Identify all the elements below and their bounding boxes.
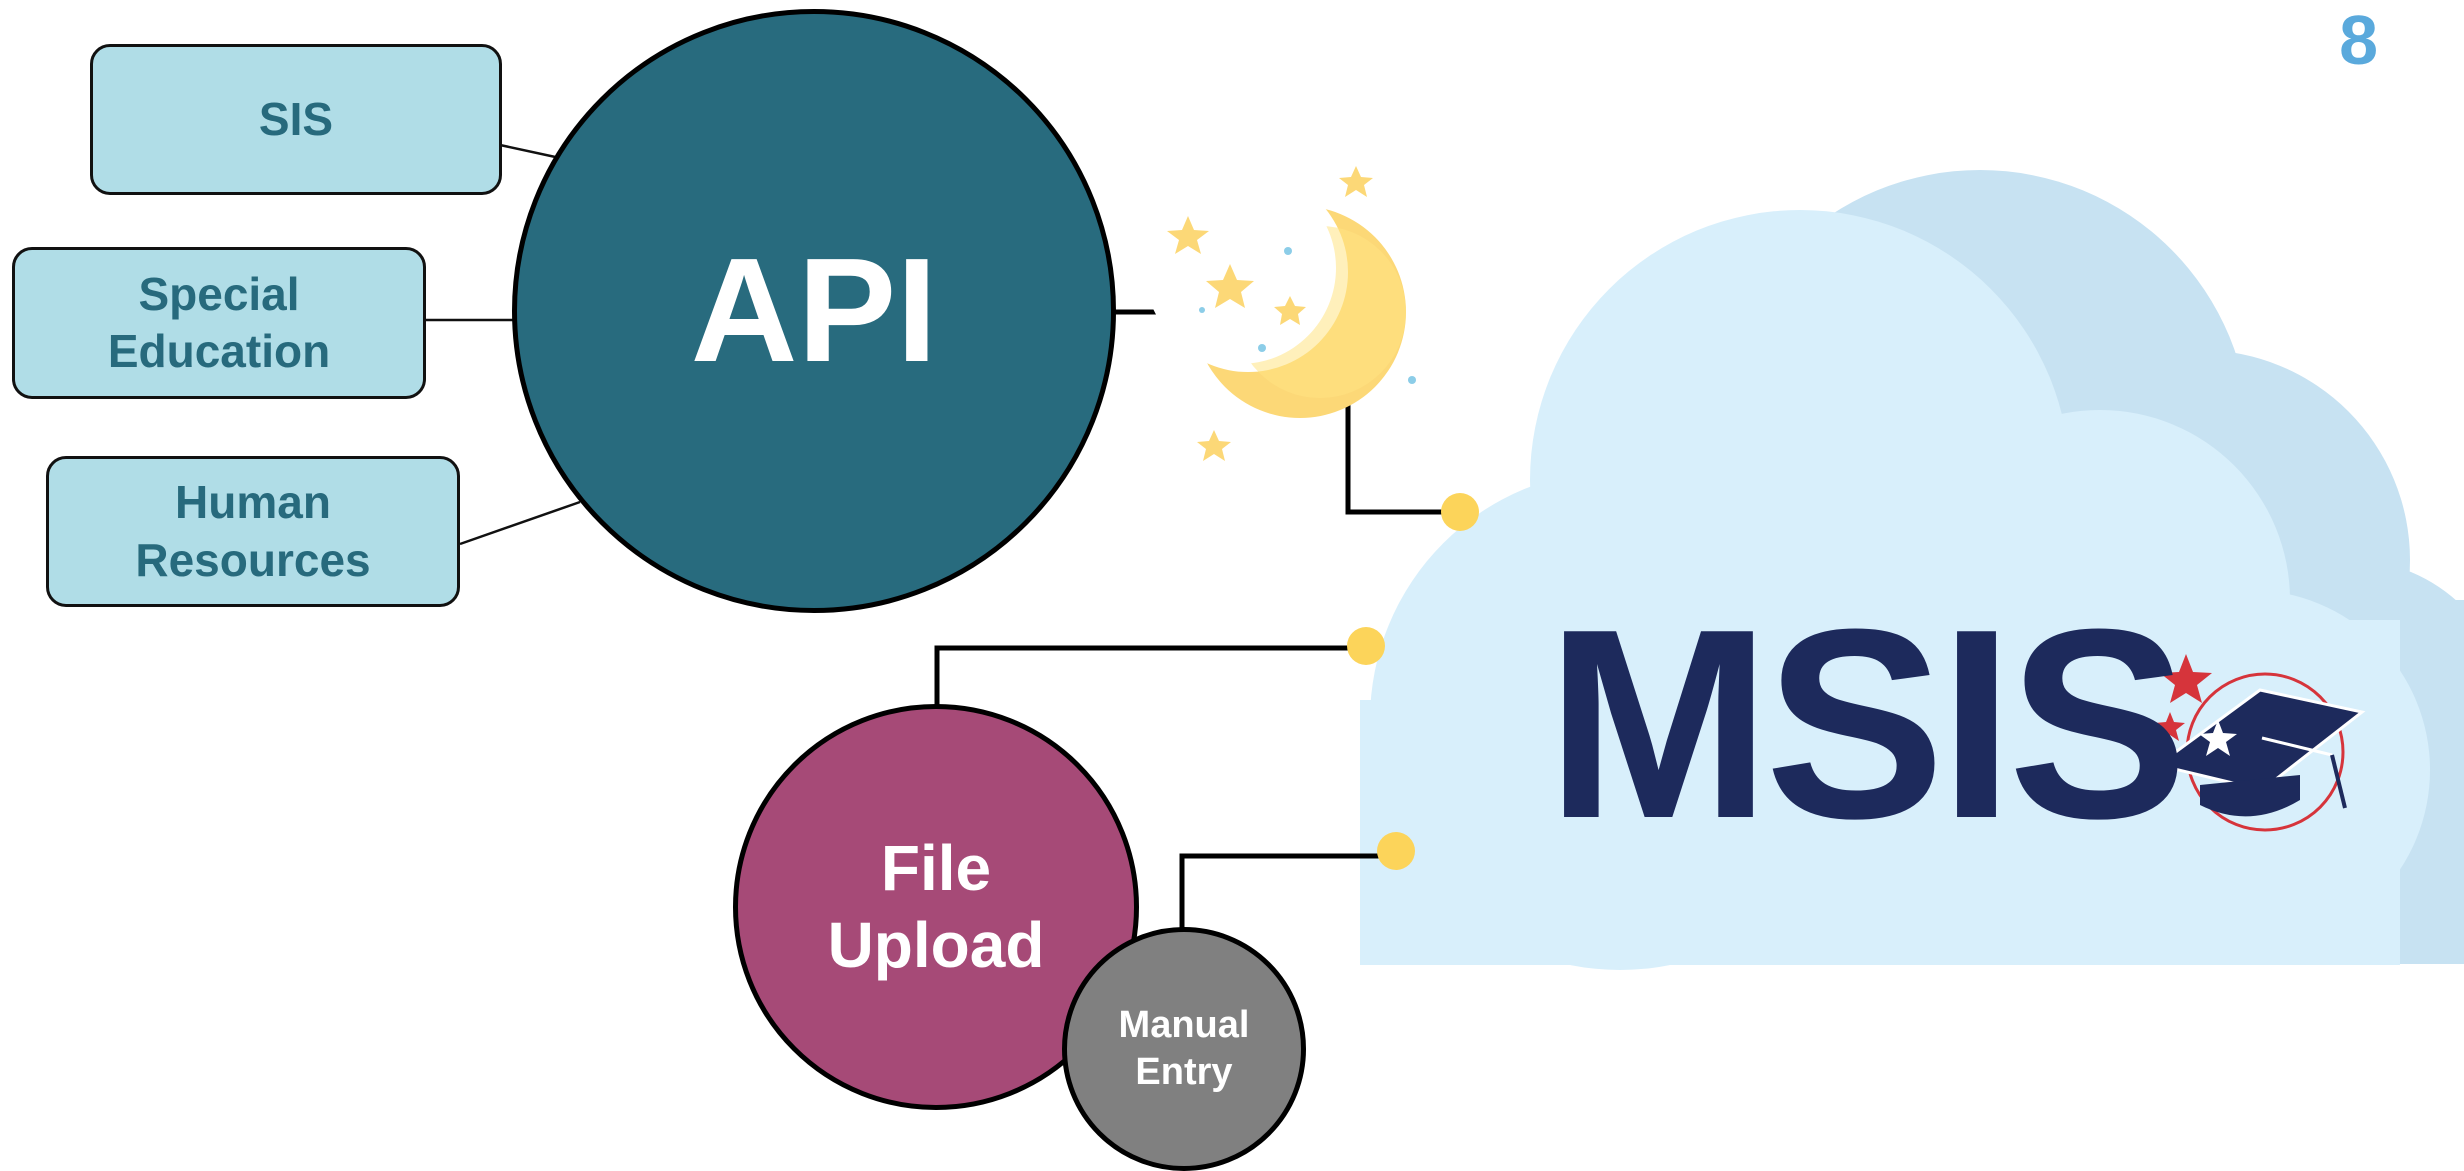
connector-dot [1347,627,1385,665]
connector-fileupload-msis [934,645,1366,706]
star-icon [1167,166,1373,461]
connector-dot [1441,493,1479,531]
connector-dot [1377,832,1415,870]
connector-hr-api [459,500,581,546]
graduation-cap-icon [2154,672,2366,832]
connector-sis-api [499,143,561,160]
red-star-icon [2155,654,2212,741]
source-box-human-resources: Human Resources [46,456,460,607]
msis-logo-text: MSIS [1546,574,2188,875]
source-box-special-education: Special Education [12,247,426,399]
manual-entry-circle: Manual Entry [1062,927,1306,1171]
sparkle-dots [1199,247,1416,384]
api-circle: API [512,9,1116,613]
connector-manual-msis [1179,853,1396,930]
source-box-sis: SIS [90,44,502,195]
page-number: 8 [2339,1,2378,79]
moon-icon [1144,172,1406,418]
